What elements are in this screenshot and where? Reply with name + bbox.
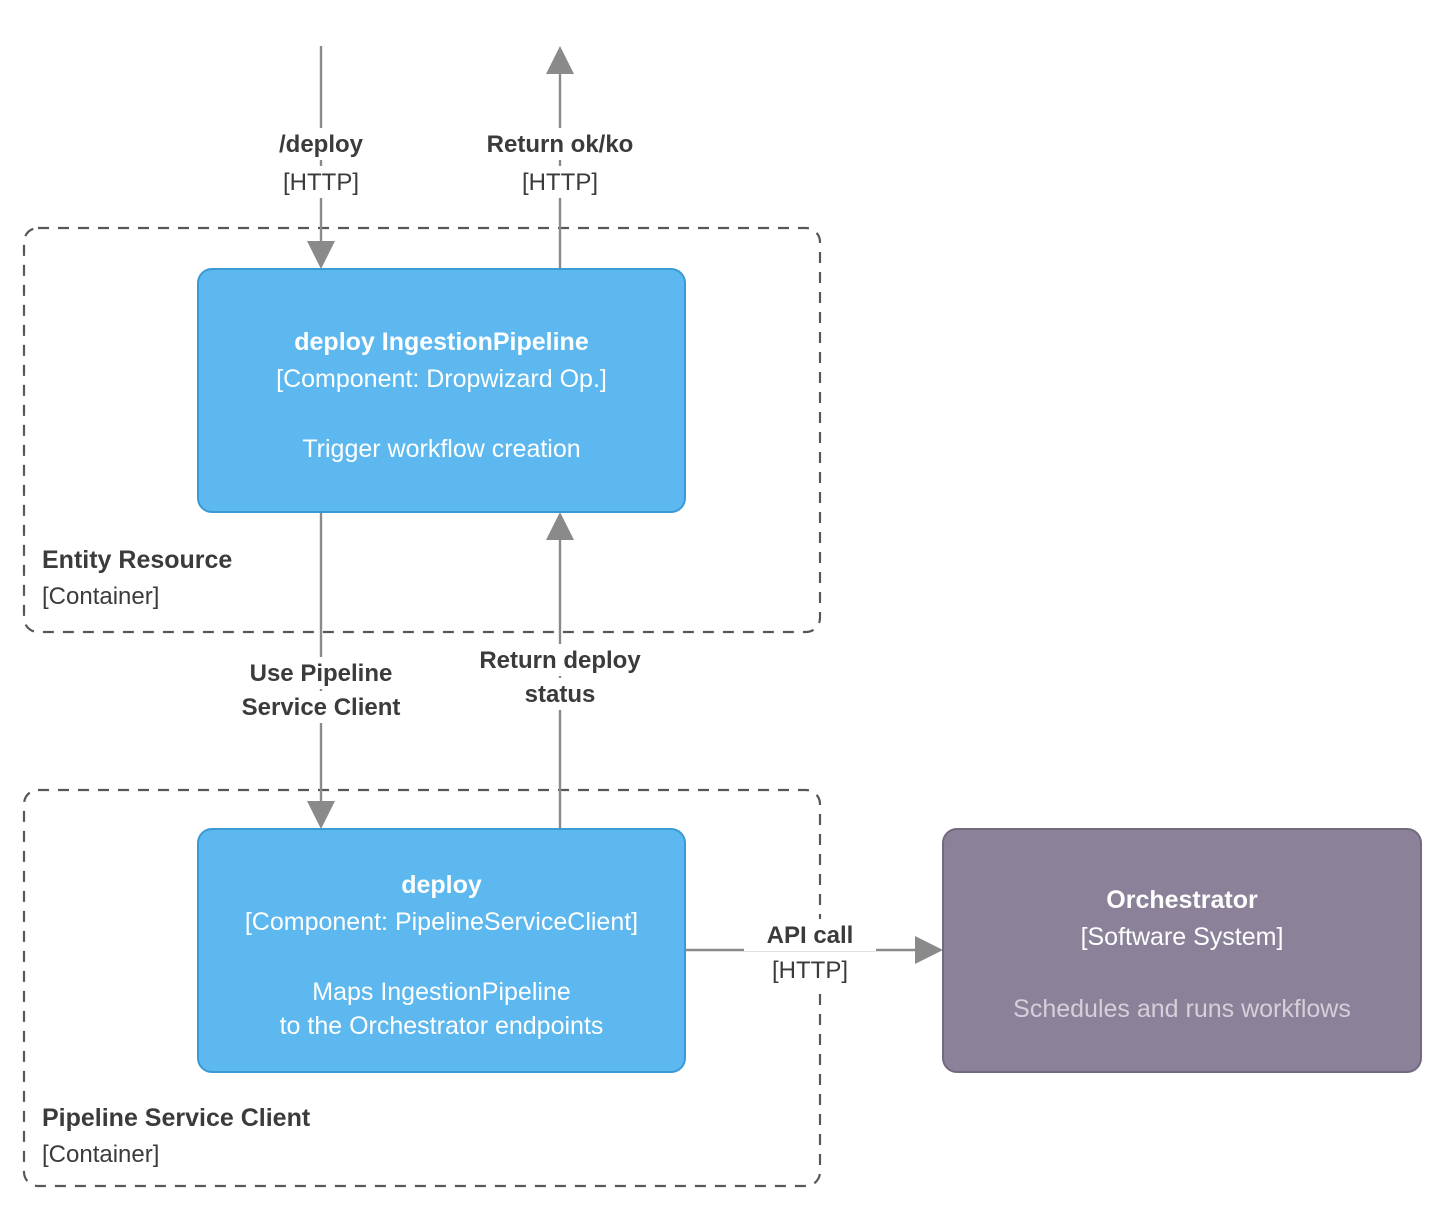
boundary-rect <box>22 226 822 634</box>
node-technology: [Component: PipelineServiceClient] <box>245 908 638 936</box>
node-description: Maps IngestionPipeline to the Orchestrato… <box>280 978 604 1040</box>
node-description-line: Trigger workflow creation <box>302 435 580 463</box>
node-shape[interactable] <box>197 268 686 513</box>
arrowhead-icon <box>915 936 943 964</box>
node-shape[interactable] <box>942 828 1422 1073</box>
edge-label-text: API call <box>767 922 854 949</box>
node-deploy-pipeline-service-client[interactable]: deploy [Component: PipelineServiceClient… <box>197 828 686 1073</box>
edge-label-text: Service Client <box>242 694 401 721</box>
node-shape[interactable] <box>197 828 686 1073</box>
edge-label-return-deploy-status: Return deploy status <box>457 644 663 710</box>
boundary-entity-resource: Entity Resource [Container] <box>22 226 822 634</box>
boundary-label-entity-resource: Entity Resource <box>42 546 232 574</box>
edge-label-text: Use Pipeline <box>250 660 393 687</box>
node-technology: [Software System] <box>1081 923 1284 951</box>
edge-label-backdrop <box>508 678 612 710</box>
edge-label-backdrop <box>211 691 431 723</box>
node-description-line: Schedules and runs workflows <box>1013 995 1351 1023</box>
edge-label-text: [HTTP] <box>522 169 598 196</box>
edge-label-deploy-request: /deploy [HTTP] <box>262 128 380 198</box>
node-title: deploy <box>401 871 482 899</box>
boundary-rect <box>22 788 822 1188</box>
node-title: deploy IngestionPipeline <box>294 328 589 356</box>
arrowhead-icon <box>307 801 335 829</box>
edge-label-text: /deploy <box>279 131 364 158</box>
edge-label-text: Return ok/ko <box>487 131 634 158</box>
edge-label-backdrop <box>274 166 368 198</box>
edge-label-text: [HTTP] <box>772 957 848 984</box>
edge-label-backdrop <box>262 128 380 160</box>
edge-label-backdrop <box>465 128 655 160</box>
arrowhead-icon <box>546 46 574 74</box>
edge-label-text: Return deploy <box>479 647 641 674</box>
edge-label-backdrop <box>513 166 607 198</box>
edge-label-backdrop <box>226 657 416 689</box>
node-deploy-ingestion-pipeline[interactable]: deploy IngestionPipeline [Component: Dro… <box>197 268 686 513</box>
edge-label-backdrop <box>763 954 857 986</box>
edge-label-text: [HTTP] <box>283 169 359 196</box>
node-description-line: Maps IngestionPipeline <box>312 978 571 1006</box>
boundary-type-pipeline-service-client: [Container] <box>42 1141 159 1168</box>
edge-label-text: status <box>525 681 596 708</box>
node-description: Schedules and runs workflows <box>1013 995 1351 1023</box>
edge-label-api-call: API call [HTTP] <box>744 919 876 986</box>
boundary-type-entity-resource: [Container] <box>42 583 159 610</box>
edge-label-return-ok-ko: Return ok/ko [HTTP] <box>465 128 655 198</box>
edge-label-use-pipeline-service-client: Use PipelineService Client <box>211 657 431 723</box>
arrowhead-icon <box>546 512 574 540</box>
node-title: Orchestrator <box>1106 886 1258 914</box>
boundary-label-pipeline-service-client: Pipeline Service Client <box>42 1104 311 1132</box>
edge-return-ok-ko <box>546 46 574 269</box>
arrowhead-icon <box>307 241 335 269</box>
node-technology: [Component: Dropwizard Op.] <box>276 365 607 393</box>
boundary-pipeline-service-client: Pipeline Service Client [Container] <box>22 788 822 1188</box>
node-orchestrator[interactable]: Orchestrator [Software System] Schedules… <box>942 828 1422 1073</box>
node-description: Trigger workflow creation <box>302 435 580 463</box>
edge-label-backdrop <box>457 644 663 676</box>
edge-label-backdrop <box>744 919 876 951</box>
node-description-line: to the Orchestrator endpoints <box>280 1012 604 1040</box>
